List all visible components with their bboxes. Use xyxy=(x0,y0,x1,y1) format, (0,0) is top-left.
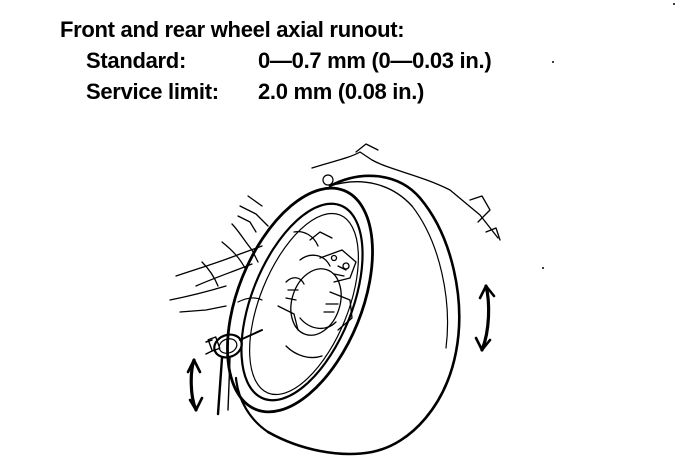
dial-indicator-icon xyxy=(205,329,263,416)
standard-value: 0—0.7 mm (0—0.03 in.) xyxy=(258,48,492,73)
vertical-runout-arrow-icon xyxy=(186,358,204,412)
mount-bolt-icon xyxy=(322,174,334,186)
tire-movement-arrow-icon xyxy=(474,284,496,352)
spec-row-standard: Standard: 0—0.7 mm (0—0.03 in.) xyxy=(60,45,492,76)
brake-hub-assembly xyxy=(277,230,357,359)
runout-spec: Front and rear wheel axial runout: Stand… xyxy=(60,14,492,107)
tire xyxy=(226,174,461,456)
wheel-rim xyxy=(240,202,364,402)
spec-title: Front and rear wheel axial runout: xyxy=(60,17,405,42)
standard-label: Standard: xyxy=(86,48,186,73)
chassis-outline xyxy=(169,143,501,313)
service-limit-label: Service limit: xyxy=(86,79,219,104)
spec-row-service-limit: Service limit: 2.0 mm (0.08 in.) xyxy=(60,76,424,107)
service-limit-value: 2.0 mm (0.08 in.) xyxy=(258,79,425,104)
